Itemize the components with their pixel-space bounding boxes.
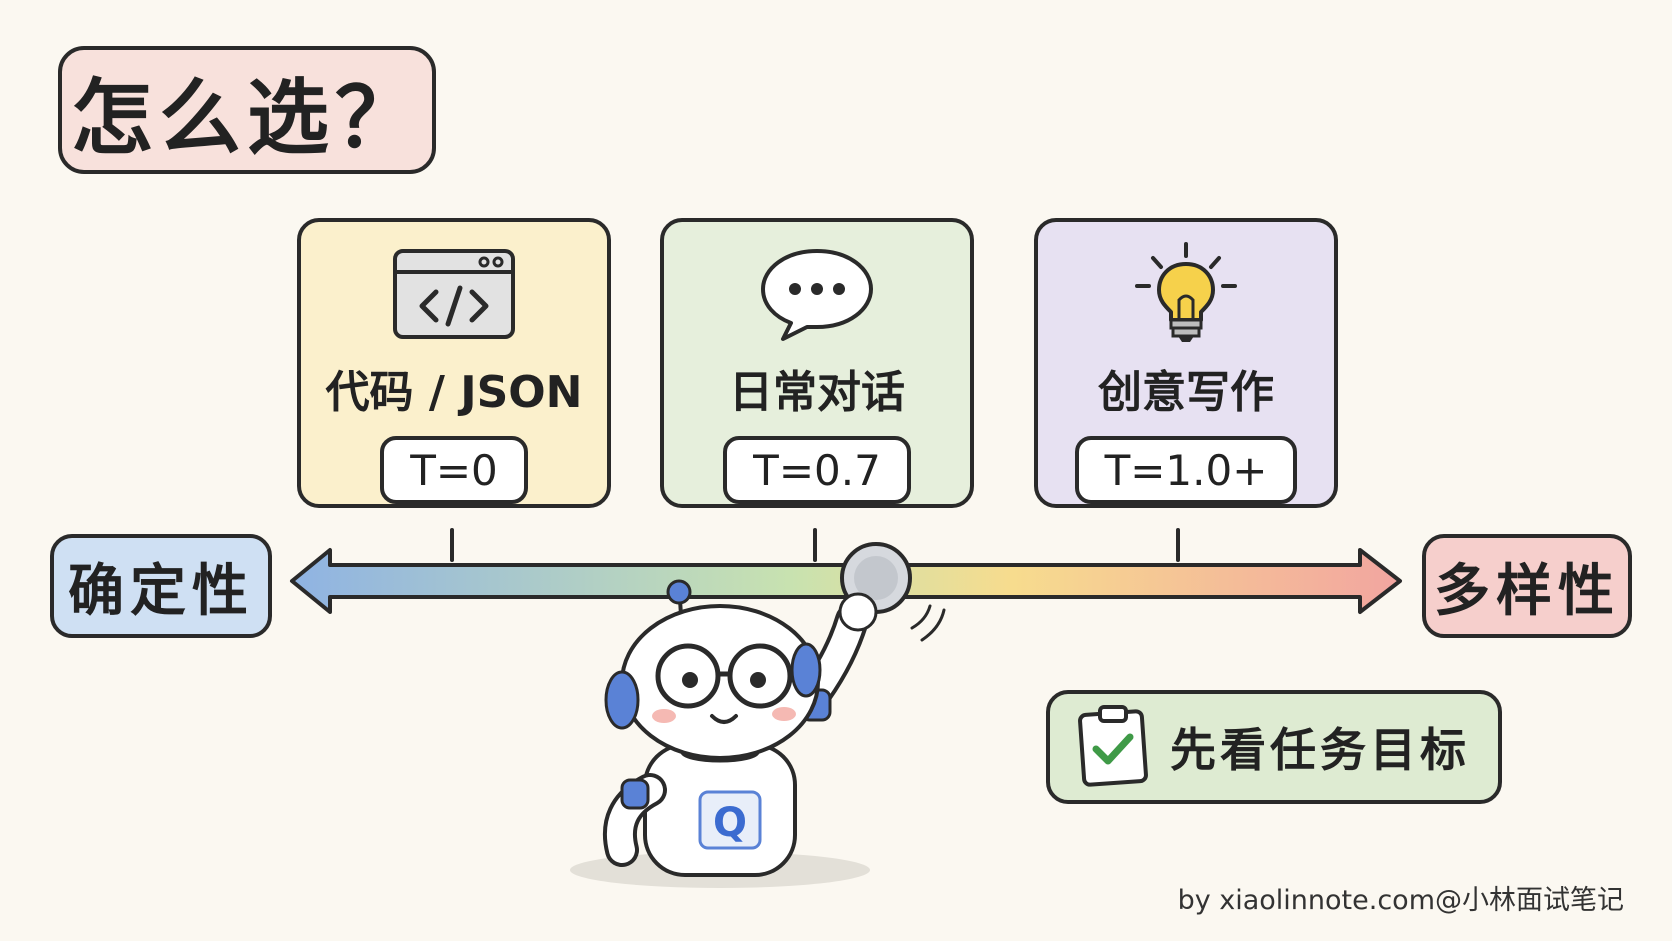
card-label: 代码 / JSON	[325, 367, 583, 418]
temperature-value: T=1.0+	[1074, 436, 1298, 504]
credit-text: by xiaolinnote.com@小林面试笔记	[1177, 885, 1624, 916]
card-label: 创意写作	[1098, 367, 1274, 418]
temperature-value: T=0	[380, 436, 528, 504]
goal-text: 先看任务目标	[1170, 723, 1470, 777]
goal-callout: 先看任务目标	[1046, 690, 1502, 804]
card-daily-chat: 日常对话 T=0.7	[660, 218, 974, 508]
lightbulb-icon	[1131, 242, 1241, 344]
axis-right-label: 多样性	[1422, 534, 1632, 638]
code-window-icon	[392, 244, 516, 344]
axis-left-label: 确定性	[50, 534, 272, 638]
temperature-value: T=0.7	[723, 436, 911, 504]
robot-mascot-icon: Q	[570, 579, 878, 888]
card-code-json: 代码 / JSON T=0	[297, 218, 611, 508]
speech-bubble-icon	[757, 244, 877, 344]
card-label: 日常对话	[729, 367, 905, 418]
mascot-badge: Q	[713, 800, 747, 846]
page-title: 怎么选？	[58, 46, 436, 174]
card-creative-writing: 创意写作 T=1.0+	[1034, 218, 1338, 508]
clipboard-check-icon	[1078, 703, 1148, 791]
